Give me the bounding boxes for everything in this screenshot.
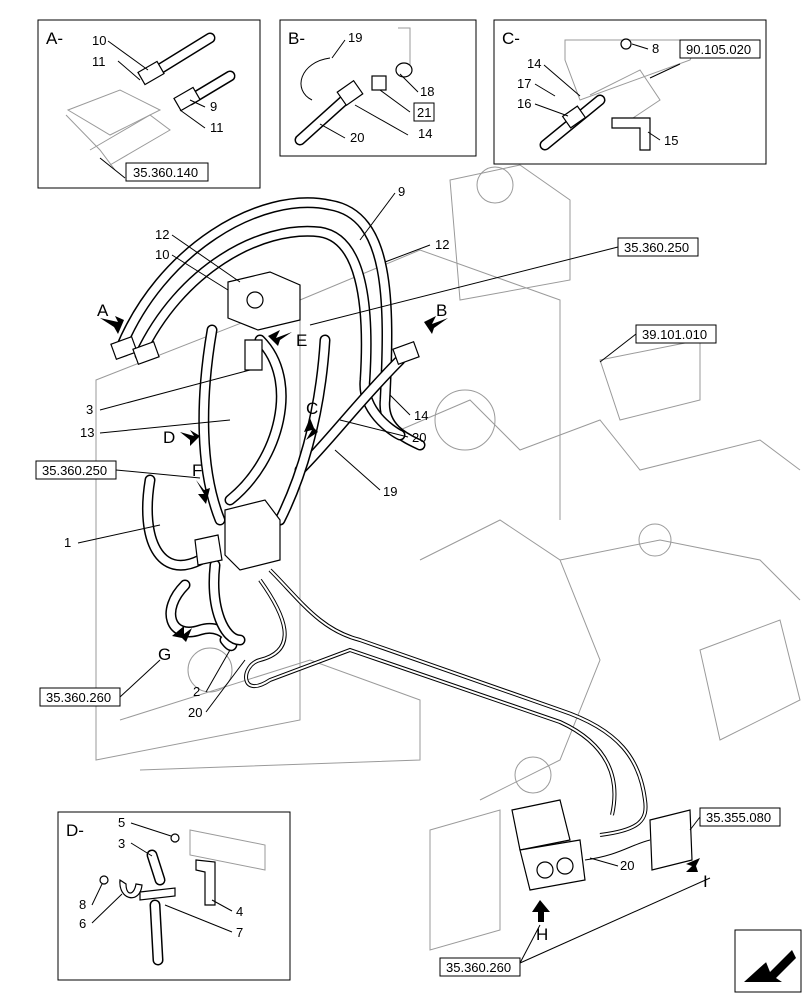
detail-a-ref[interactable]: 35.360.140 [133, 165, 198, 180]
callout-12a: 12 [155, 227, 169, 242]
callout-12b: 12 [435, 237, 449, 252]
callout-20a: 20 [412, 430, 426, 445]
view-arrow-b-label: B [436, 301, 447, 320]
detail-d-title: D- [66, 821, 84, 840]
detail-a-callout-9: 9 [210, 99, 217, 114]
callout-20c: 20 [620, 858, 634, 873]
callout-14: 14 [414, 408, 428, 423]
detail-c-callout-15: 15 [664, 133, 678, 148]
detail-b-title: B- [288, 29, 305, 48]
view-arrow-g-icon[interactable] [172, 626, 192, 642]
detail-d-callout-8: 8 [79, 897, 86, 912]
detail-b-callout-19: 19 [348, 30, 362, 45]
view-arrow-g-label: G [158, 645, 171, 664]
detail-b-callout-14: 14 [418, 126, 432, 141]
view-arrow-i-label: I [703, 872, 708, 891]
detail-a-callout-11: 11 [92, 54, 106, 69]
detail-b-callout-21: 21 [417, 105, 431, 120]
detail-b-callout-18: 18 [420, 84, 434, 99]
view-arrow-h-label: H [536, 925, 548, 944]
view-arrows: A B C D E F G H I [97, 301, 708, 944]
detail-c-ref[interactable]: 90.105.020 [686, 42, 751, 57]
detail-c-callout-14: 14 [527, 56, 541, 71]
detail-c-title: C- [502, 29, 520, 48]
view-arrow-f-icon[interactable] [196, 480, 210, 504]
detail-view-b: B- 19 18 21 20 14 [279, 19, 477, 157]
ref-35-355-080[interactable]: 35.355.080 [706, 810, 771, 825]
detail-view-c: C- 8 90.105.020 14 17 16 15 [493, 19, 767, 165]
main-callouts: 9 12 10 12 3 13 14 20 19 1 2 20 20 [64, 184, 634, 873]
detail-d-callout-3: 3 [118, 836, 125, 851]
detail-b-callout-20: 20 [350, 130, 364, 145]
detail-c-callout-16: 16 [517, 96, 531, 111]
callout-19: 19 [383, 484, 397, 499]
view-arrow-h-icon[interactable] [532, 900, 550, 922]
ref-35-360-250-top[interactable]: 35.360.250 [624, 240, 689, 255]
view-arrow-d-label: D [163, 428, 175, 447]
detail-d-callout-5: 5 [118, 815, 125, 830]
view-arrow-c-icon[interactable] [304, 418, 318, 440]
detail-d-callout-7: 7 [236, 925, 243, 940]
detail-a-title: A- [46, 29, 63, 48]
detail-d-callout-4: 4 [236, 904, 243, 919]
callout-2: 2 [193, 684, 200, 699]
view-arrow-i-icon[interactable] [686, 858, 700, 872]
callout-9: 9 [398, 184, 405, 199]
callout-20b: 20 [188, 705, 202, 720]
ref-39-101-010[interactable]: 39.101.010 [642, 327, 707, 342]
view-arrow-b-icon[interactable] [424, 316, 448, 334]
main-assembly [95, 164, 801, 951]
detail-d-callout-6: 6 [79, 916, 86, 931]
ref-35-360-260-bottom[interactable]: 35.360.260 [446, 960, 511, 975]
callout-3: 3 [86, 402, 93, 417]
callout-1: 1 [64, 535, 71, 550]
ref-35-360-250-left[interactable]: 35.360.250 [42, 463, 107, 478]
view-arrow-d-icon[interactable] [180, 430, 200, 446]
detail-c-callout-8: 8 [652, 41, 659, 56]
detail-view-a: A- 10 11 9 11 35.360.140 [37, 19, 261, 189]
detail-view-d: D- 5 3 8 6 4 7 [57, 811, 291, 981]
view-arrow-c-label: C [306, 399, 318, 418]
view-arrow-a-label: A [97, 301, 109, 320]
view-arrow-e-label: E [296, 331, 307, 350]
view-arrow-f-label: F [192, 461, 202, 480]
view-arrow-e-icon[interactable] [268, 330, 292, 346]
detail-a-callout-10: 10 [92, 33, 106, 48]
ref-35-360-260-left[interactable]: 35.360.260 [46, 690, 111, 705]
orientation-arrow-icon [734, 929, 802, 993]
reference-boxes: 35.360.250 39.101.010 35.360.250 35.360.… [35, 237, 781, 977]
callout-10: 10 [155, 247, 169, 262]
detail-a-callout-11b: 11 [210, 120, 224, 135]
detail-c-callout-17: 17 [517, 76, 531, 91]
view-arrow-a-icon[interactable] [100, 316, 124, 334]
callout-13: 13 [80, 425, 94, 440]
